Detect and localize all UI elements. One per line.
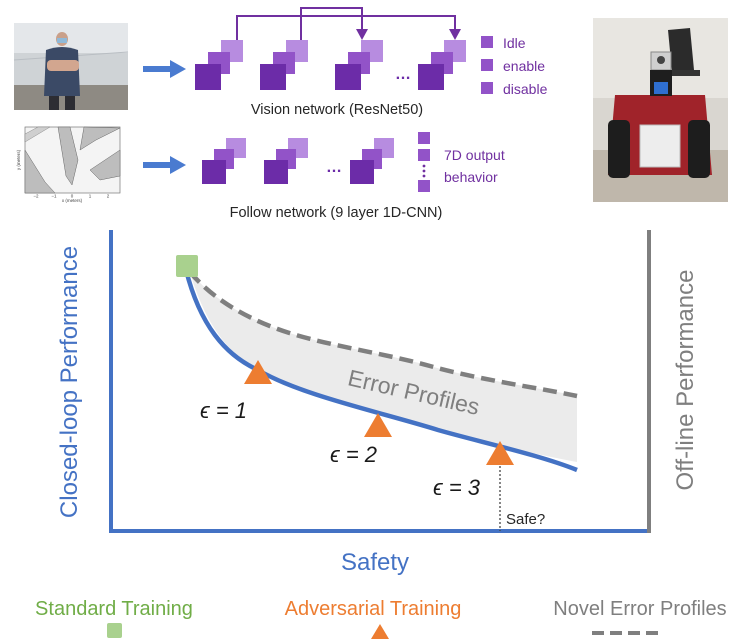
follow-ellipsis: …	[326, 159, 342, 176]
legend-standard-marker	[107, 623, 122, 638]
output-marker-disable	[481, 82, 493, 94]
legend-novel-error-profiles: Novel Error Profiles	[553, 598, 727, 635]
vision-block	[335, 40, 383, 90]
inset-xtick: 0	[71, 194, 74, 199]
epsilon-label-2: ϵ = 2	[330, 442, 377, 467]
inset-xtick: −1	[51, 194, 57, 199]
inset-xlabel: x (meters)	[62, 198, 83, 203]
legend-novel-label: Novel Error Profiles	[553, 598, 726, 620]
vision-block	[418, 40, 466, 90]
safe-label: Safe?	[506, 511, 545, 528]
closed-loop-curve	[183, 269, 578, 473]
standard-training-marker	[176, 255, 198, 277]
vision-block	[195, 40, 243, 90]
adversarial-marker-3	[486, 441, 514, 465]
epsilon-label-1: ϵ = 1	[200, 398, 247, 423]
legend: Standard Training Adversarial Training N…	[35, 598, 727, 639]
output-marker-idle	[481, 36, 493, 48]
legend-adversarial-label: Adversarial Training	[285, 598, 462, 620]
adversarial-marker-2	[364, 413, 392, 437]
output-column-top	[418, 132, 430, 144]
tradeoff-plot: Safe? ϵ = 1 ϵ = 2 ϵ = 3 Error Profiles C…	[56, 230, 699, 576]
inset-xtick: 1	[89, 194, 92, 199]
inset-xtick: 2	[107, 194, 110, 199]
output-label-disable: disable	[503, 81, 548, 97]
trajectory-plot: x (meters) y (meters) −2 −1 0 1 2	[14, 124, 124, 204]
error-profile-band	[190, 272, 577, 462]
vision-network-label: Vision network (ResNet50)	[251, 102, 423, 118]
legend-adversarial-marker	[371, 624, 389, 639]
inset-xtick: −2	[33, 194, 39, 199]
person-photo	[13, 23, 129, 110]
vision-input-arrow	[143, 60, 186, 78]
inset-ylabel: y (meters)	[16, 149, 21, 170]
legend-adversarial-training: Adversarial Training	[285, 598, 462, 639]
vision-block	[260, 40, 308, 90]
robot-photo	[593, 18, 728, 202]
output-column-bottom	[418, 180, 430, 192]
follow-network: … 7D output behavior Follow network (9 l…	[202, 132, 505, 221]
epsilon-label-3: ϵ = 3	[433, 475, 481, 500]
off-line-axis-label: Off-line Performance	[672, 270, 699, 491]
vision-network: … Idle enable disable Vision network (Re…	[195, 7, 548, 118]
follow-block	[264, 138, 308, 184]
follow-output-label-2: behavior	[444, 169, 498, 185]
output-column-mid	[418, 149, 430, 161]
legend-standard-training: Standard Training	[35, 598, 193, 638]
follow-input-arrow	[143, 156, 186, 174]
follow-output-label-1: 7D output	[444, 147, 505, 163]
follow-block	[202, 138, 246, 184]
novel-error-curve	[188, 270, 578, 399]
legend-standard-label: Standard Training	[35, 598, 193, 620]
vision-ellipsis: …	[395, 66, 411, 83]
closed-loop-axis-label: Closed-loop Performance	[56, 246, 83, 518]
adversarial-marker-1	[244, 360, 272, 384]
follow-block	[350, 138, 394, 184]
skip-connections	[236, 7, 456, 40]
output-label-idle: Idle	[503, 35, 526, 51]
output-label-enable: enable	[503, 58, 545, 74]
safety-axis-label: Safety	[341, 549, 409, 576]
output-marker-enable	[481, 59, 493, 71]
follow-network-label: Follow network (9 layer 1D-CNN)	[230, 205, 443, 221]
